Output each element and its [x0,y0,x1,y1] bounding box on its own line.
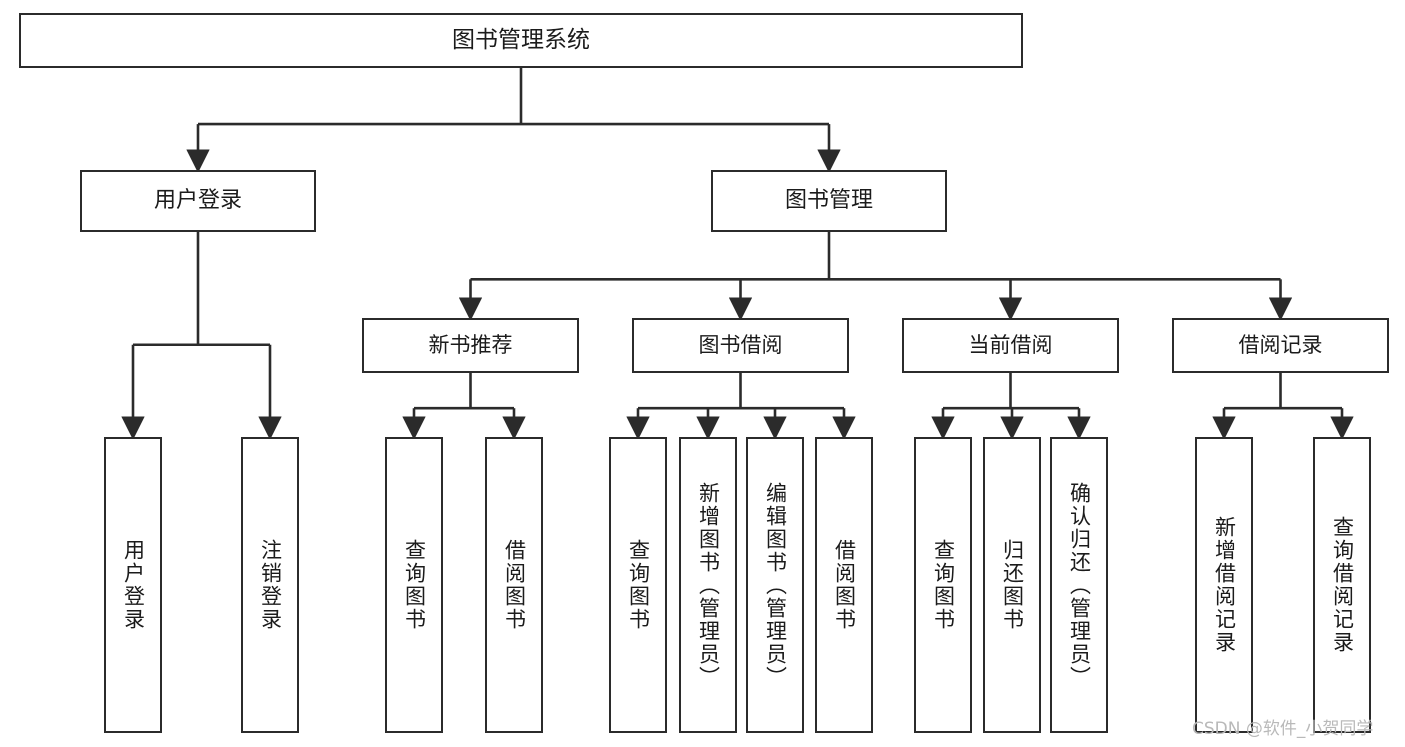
node-label: 借阅图书 [502,539,527,631]
node-label: 图书管理 [784,188,873,214]
node-confirm-ret[interactable]: 确认归还（管理员） [1050,437,1108,733]
node-edit-book[interactable]: 编辑图书（管理员） [746,437,804,733]
watermark: CSDN @软件_小贺同学 [1192,719,1374,739]
node-label: 查询图书 [931,539,956,631]
node-label: 新书推荐 [428,333,513,358]
node-label: 查询借阅记录 [1330,516,1355,654]
node-add-record[interactable]: 新增借阅记录 [1195,437,1253,733]
node-return-book[interactable]: 归还图书 [983,437,1041,733]
node-label: 新增图书（管理员） [696,481,721,689]
node-userlogin[interactable]: 用户登录 [104,437,162,733]
node-borrow-1[interactable]: 借阅图书 [485,437,543,733]
node-label: 图书借阅 [698,333,783,358]
node-current[interactable]: 当前借阅 [902,318,1119,373]
node-borrow[interactable]: 图书借阅 [632,318,849,373]
node-label: 确认归还（管理员） [1067,481,1092,689]
node-label: 用户登录 [121,539,146,631]
node-add-book[interactable]: 新增图书（管理员） [679,437,737,733]
node-logout[interactable]: 注销登录 [241,437,299,733]
node-label: 新增借阅记录 [1212,516,1237,654]
node-label: 查询图书 [626,539,651,631]
node-label: 用户登录 [153,188,242,214]
node-q-book-1[interactable]: 查询图书 [385,437,443,733]
node-records[interactable]: 借阅记录 [1172,318,1389,373]
node-label: 当前借阅 [968,333,1053,358]
node-label: 借阅记录 [1238,333,1323,358]
node-q-record[interactable]: 查询借阅记录 [1313,437,1371,733]
node-label: 图书管理系统 [452,26,590,53]
node-root[interactable]: 图书管理系统 [19,13,1023,68]
node-bookmgmt[interactable]: 图书管理 [711,170,947,232]
node-label: 编辑图书（管理员） [763,481,788,689]
node-borrow-2[interactable]: 借阅图书 [815,437,873,733]
node-q-book-3[interactable]: 查询图书 [914,437,972,733]
node-label: 查询图书 [402,539,427,631]
node-q-book-2[interactable]: 查询图书 [609,437,667,733]
node-label: 注销登录 [258,539,283,631]
node-login[interactable]: 用户登录 [80,170,316,232]
node-label: 借阅图书 [832,539,857,631]
node-newbooks[interactable]: 新书推荐 [362,318,579,373]
node-label: 归还图书 [1000,539,1025,631]
